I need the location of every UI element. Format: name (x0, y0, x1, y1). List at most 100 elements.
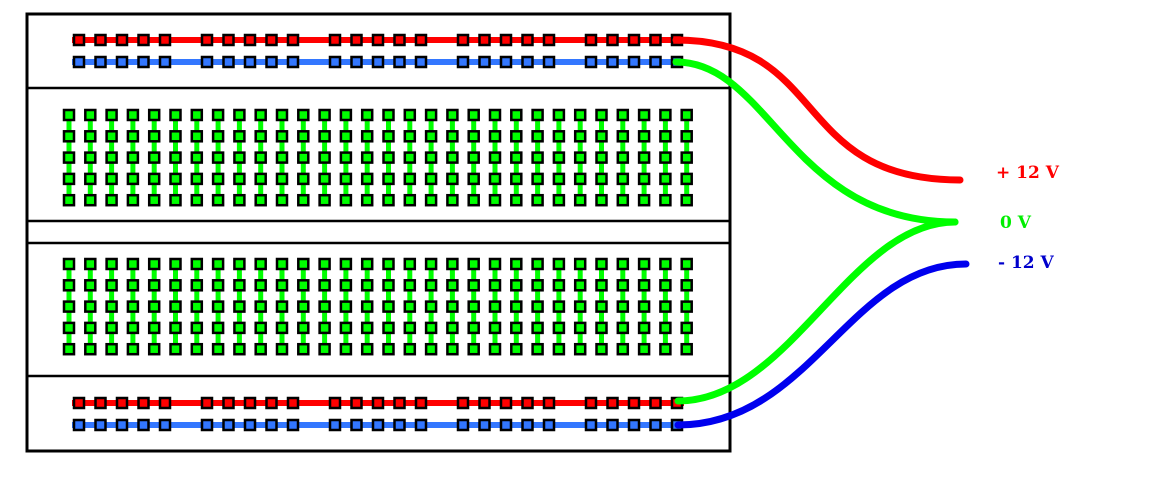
terminal-hole (488, 172, 502, 186)
rail-hole (478, 396, 491, 410)
terminal-hole (233, 108, 246, 122)
terminal-hole (360, 130, 374, 143)
terminal-hole (680, 172, 693, 186)
terminal-hole (254, 130, 267, 143)
rail-hole (606, 55, 619, 69)
terminal-hole (595, 151, 608, 164)
terminal-hole (211, 342, 225, 356)
rail-hole (243, 396, 257, 410)
terminal-hole (169, 300, 182, 313)
rail-hole (584, 33, 598, 47)
terminal-hole (680, 342, 693, 356)
terminal-hole (382, 193, 395, 207)
terminal-hole (318, 257, 331, 271)
terminal-hole (233, 193, 246, 207)
terminal-hole (531, 279, 544, 292)
terminal-hole (233, 300, 246, 313)
terminal-hole (595, 279, 608, 292)
terminal-hole (637, 193, 651, 207)
terminal-hole (318, 130, 331, 143)
terminal-hole (360, 108, 374, 122)
terminal-hole (616, 193, 630, 207)
terminal-hole (595, 172, 608, 186)
terminal-hole (403, 257, 417, 271)
rail-hole (478, 33, 491, 47)
terminal-hole (318, 279, 331, 292)
rail-hole (115, 55, 129, 69)
rail-hole (222, 396, 235, 410)
terminal-hole (297, 108, 310, 122)
terminal-hole (297, 300, 310, 313)
terminal-hole (552, 279, 566, 292)
terminal-hole (488, 279, 502, 292)
rail-hole (72, 55, 86, 69)
terminal-hole (659, 257, 672, 271)
terminal-hole (254, 279, 267, 292)
rail-hole (115, 33, 129, 47)
rail-hole (627, 396, 641, 410)
terminal-hole (84, 108, 97, 122)
terminal-hole (637, 108, 651, 122)
terminal-hole (595, 300, 608, 313)
label-zero-v: 0 V (1000, 213, 1032, 233)
terminal-hole (318, 172, 331, 186)
power-rails (72, 33, 684, 432)
rail-top-negative (72, 55, 684, 69)
terminal-hole (339, 193, 353, 207)
terminal-hole (616, 151, 630, 164)
terminal-hole (382, 151, 395, 164)
terminal-hole (105, 257, 118, 271)
terminal-hole (105, 108, 118, 122)
terminal-hole (680, 130, 693, 143)
rail-hole (243, 418, 257, 432)
rail-hole (371, 396, 385, 410)
rail-hole (478, 55, 491, 69)
terminal-hole (105, 342, 118, 356)
terminal-hole (233, 342, 246, 356)
terminal-hole (190, 321, 204, 335)
terminal-hole (211, 130, 225, 143)
rail-hole (649, 33, 662, 47)
rail-bottom-positive (72, 396, 684, 410)
terminal-hole (62, 279, 76, 292)
terminal-hole (254, 193, 267, 207)
terminal-hole (126, 342, 140, 356)
terminal-hole (659, 130, 672, 143)
terminal-hole (510, 300, 523, 313)
terminal-hole (573, 342, 587, 356)
rail-hole (94, 418, 107, 432)
terminal-hole (190, 172, 204, 186)
terminal-hole (190, 130, 204, 143)
rail-hole (521, 33, 534, 47)
terminal-hole (339, 172, 353, 186)
terminal-hole (169, 342, 182, 356)
terminal-hole (616, 257, 630, 271)
rail-hole (393, 33, 406, 47)
terminal-hole (339, 151, 353, 164)
terminal-hole (382, 257, 395, 271)
terminal-hole (531, 193, 544, 207)
terminal-hole (680, 279, 693, 292)
rail-hole (371, 418, 385, 432)
terminal-hole (680, 321, 693, 335)
terminal-hole (360, 300, 374, 313)
terminal-hole (147, 130, 161, 143)
terminal-hole (573, 279, 587, 292)
terminal-hole (339, 279, 353, 292)
wire-ground-bottom (674, 218, 959, 405)
terminal-hole (403, 108, 417, 122)
rail-hole (200, 396, 214, 410)
terminal-hole (169, 172, 182, 186)
terminal-hole (467, 342, 480, 356)
rail-hole (542, 33, 556, 47)
terminal-hole (467, 108, 480, 122)
breadboard-outline (25, 12, 732, 453)
terminal-hole (360, 172, 374, 186)
rail-hole (499, 418, 513, 432)
terminal-hole (573, 300, 587, 313)
terminal-hole (659, 300, 672, 313)
terminal-hole (275, 342, 289, 356)
terminal-hole (659, 108, 672, 122)
terminal-hole (169, 257, 182, 271)
rail-hole (584, 396, 598, 410)
